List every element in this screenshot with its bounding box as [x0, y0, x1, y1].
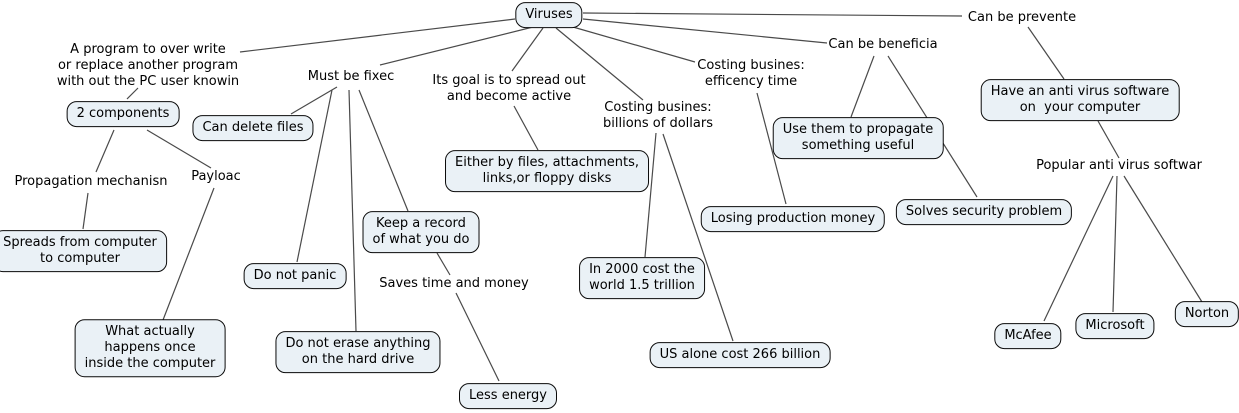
concept-node-what-happens[interactable]: What actually happens once inside the co…	[74, 319, 226, 377]
concept-node-its-goal[interactable]: Its goal is to spread out and become act…	[432, 73, 586, 104]
edge-popular-anti-virus-to-mcafee	[1043, 175, 1114, 322]
concept-node-keep-record[interactable]: Keep a record of what you do	[362, 211, 480, 253]
edge-viruses-to-its-goal	[511, 27, 544, 72]
edge-must-be-fixed-to-do-not-erase	[348, 89, 357, 332]
edge-viruses-to-can-be-prevented	[582, 12, 963, 17]
edge-viruses-to-costing-efficency	[565, 24, 696, 63]
edge-popular-anti-virus-to-microsoft	[1112, 175, 1118, 313]
concept-node-viruses[interactable]: Viruses	[515, 2, 583, 28]
edge-costing-billions-to-us-alone	[662, 133, 734, 342]
edge-costing-billions-to-in-2000	[644, 132, 657, 258]
concept-node-microsoft[interactable]: Microsoft	[1075, 313, 1155, 339]
edge-have-anti-virus-to-popular-anti-virus	[1097, 120, 1120, 159]
edge-a-program-to-two-components	[126, 87, 139, 100]
concept-node-propagation-mechanism[interactable]: Propagation mechanisn	[14, 174, 168, 190]
concept-node-saves-time[interactable]: Saves time and money	[379, 276, 529, 292]
concept-node-a-program[interactable]: A program to over write or replace anoth…	[56, 42, 240, 89]
edge-must-be-fixed-to-can-delete-files	[290, 86, 338, 115]
concept-node-costing-efficency[interactable]: Costing busines: efficency time	[697, 58, 805, 89]
edge-two-components-to-propagation-mechanism	[95, 129, 115, 173]
concept-node-mcafee[interactable]: McAfee	[994, 323, 1062, 349]
concept-node-use-them[interactable]: Use them to propagate something useful	[772, 117, 944, 159]
edge-viruses-to-must-be-fixed	[379, 26, 534, 66]
concept-node-in-2000[interactable]: In 2000 cost the world 1.5 trillion	[579, 257, 705, 299]
concept-node-do-not-erase[interactable]: Do not erase anything on the hard drive	[275, 331, 441, 373]
edge-keep-record-to-saves-time	[436, 252, 451, 276]
concept-node-can-be-prevented[interactable]: Can be prevente	[967, 10, 1077, 26]
concept-node-spreads[interactable]: Spreads from computer to computer	[0, 230, 167, 272]
concept-node-can-be-beneficial[interactable]: Can be beneficia	[828, 37, 938, 53]
edge-can-be-prevented-to-have-anti-virus	[1027, 26, 1065, 80]
concept-node-payload[interactable]: Payloac	[191, 169, 241, 185]
edge-viruses-to-a-program	[239, 18, 516, 53]
edge-saves-time-to-less-energy	[455, 292, 500, 382]
edge-can-be-beneficial-to-use-them	[850, 55, 875, 118]
concept-node-costing-billions[interactable]: Costing busines: billions of dollars	[603, 100, 713, 131]
concept-node-less-energy[interactable]: Less energy	[459, 383, 557, 409]
concept-node-losing-production[interactable]: Losing production money	[700, 206, 886, 232]
edge-its-goal-to-either-by	[513, 105, 539, 151]
edge-popular-anti-virus-to-norton	[1123, 175, 1203, 303]
concept-node-do-not-panic[interactable]: Do not panic	[243, 263, 347, 289]
edge-costing-efficency-to-losing-production	[756, 92, 787, 205]
concept-node-us-alone[interactable]: US alone cost 266 billion	[649, 342, 831, 368]
concept-node-must-be-fixed[interactable]: Must be fixec	[307, 69, 395, 85]
concept-node-can-delete-files[interactable]: Can delete files	[192, 115, 314, 141]
edge-two-components-to-payload	[146, 129, 212, 169]
edge-must-be-fixed-to-keep-record	[358, 89, 409, 212]
concept-node-have-anti-virus[interactable]: Have an anti virus software on your comp…	[980, 79, 1180, 121]
edge-viruses-to-can-be-beneficial	[582, 18, 828, 44]
edge-payload-to-what-happens	[162, 187, 215, 321]
edge-propagation-mechanism-to-spreads	[82, 192, 89, 230]
concept-node-either-by[interactable]: Either by files, attachments, links,or f…	[445, 150, 649, 192]
concept-node-two-components[interactable]: 2 components	[66, 101, 180, 127]
concept-node-popular-anti-virus[interactable]: Popular anti virus softwar	[1036, 158, 1202, 174]
edge-viruses-to-costing-billions	[555, 27, 644, 101]
concept-node-norton[interactable]: Norton	[1174, 301, 1239, 327]
edge-must-be-fixed-to-do-not-panic	[296, 89, 333, 263]
concept-node-solves-security[interactable]: Solves security problem	[895, 199, 1073, 225]
